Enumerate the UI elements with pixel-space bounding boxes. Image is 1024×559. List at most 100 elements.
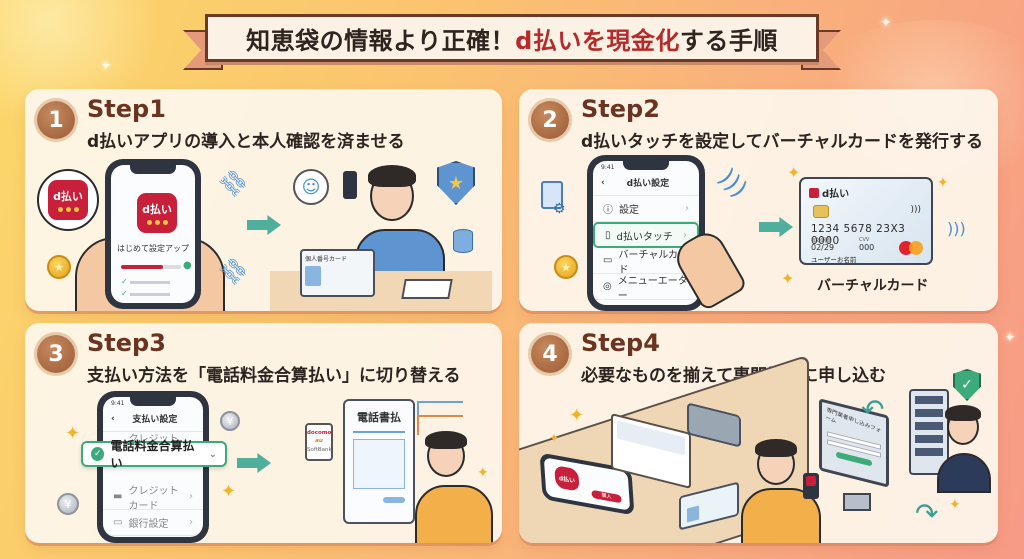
sparkle-icon: ✦: [65, 423, 81, 444]
speech-bubble: d払い: [37, 169, 99, 231]
step-label: Step1: [87, 95, 166, 123]
face-profile-icon: ☺: [293, 169, 329, 205]
gear-icon: ⚙: [553, 201, 566, 217]
step-3-illustration: ¥ ¥ ✦ ✦ 9:41 ‹ 支払い設定 ▭クレジットカード› ▬クレジットカー…: [25, 391, 502, 543]
chain-link-icon: ⛓: [215, 164, 253, 203]
phone-in-hand: [343, 171, 357, 199]
bank-icon: ▭: [113, 517, 123, 528]
monitor-stand: [843, 493, 871, 511]
sparkle-icon: ✦: [937, 175, 949, 191]
shield-star-icon: ★: [437, 161, 475, 205]
setup-text: はじめて設定アップ: [117, 244, 189, 253]
virtual-card: d払い ))) 1234 5678 23X3 0000 有効期限 02/29 C…: [799, 177, 933, 265]
title-banner: 知恵袋の情報より正確！d払いを現金化する手順: [183, 14, 841, 70]
circuit-line: [417, 415, 463, 435]
card-touch-icon: ▯: [605, 229, 611, 241]
step-description: d払いアプリの導入と本人確認を済ませる: [87, 132, 405, 152]
document-gear-icon: [541, 181, 563, 209]
check-icon: ✓: [121, 277, 171, 286]
nfc-signal-icon: ))): [947, 219, 966, 238]
person-hair: [425, 431, 467, 449]
d-pay-app-icon: d払い: [137, 193, 177, 233]
arrow-right-icon: [237, 453, 271, 473]
menu-icon: ◎: [603, 281, 612, 292]
arrow-right-icon: [759, 217, 793, 237]
chevron-down-icon: ⌄: [208, 448, 217, 460]
operator-hair: [945, 405, 981, 421]
curved-arrow-icon: ↶: [861, 393, 885, 426]
database-icon: [453, 229, 473, 253]
progress-bar: [121, 265, 181, 269]
id-card: 個人番号カード: [300, 249, 375, 297]
sparkle-icon: ✦: [781, 269, 795, 288]
sparkle-icon: ✦: [221, 481, 237, 502]
step-label: Step4: [581, 329, 660, 357]
help-icon: ⓘ: [603, 205, 613, 216]
purchase-button: 購入: [591, 489, 622, 504]
step-label: Step2: [581, 95, 660, 123]
arrow-right-icon: [247, 215, 281, 235]
title-highlight: d払いを現金化: [515, 26, 680, 55]
step-3-panel: 3 Step3 支払い方法を「電話料金合算払い」に切り替える ¥ ¥ ✦ ✦ 9…: [25, 323, 502, 543]
card-number: 1234 5678 23X3 0000: [811, 223, 906, 247]
menu-item[interactable]: ▬クレジットカード›: [103, 484, 203, 512]
sparkle-icon: ✦: [880, 15, 892, 31]
menu-item[interactable]: ▭銀行設定›: [103, 510, 203, 536]
sparkle-icon: ✦: [477, 465, 489, 481]
step-1-panel: 1 Step1 d払いアプリの導入と本人確認を済ませる d払い ★ d払い はじ…: [25, 89, 502, 311]
yen-coin-icon: ¥: [57, 493, 79, 515]
menu-item[interactable]: ▭バーチャルカード: [593, 248, 699, 276]
step-1-illustration: d払い ★ d払い はじめて設定アップ ● ✓ ✓ ⛓ ⛓: [25, 159, 502, 311]
sparkle-icon: ✦: [949, 497, 961, 513]
step-number-badge: 3: [37, 335, 75, 373]
back-icon[interactable]: ‹: [601, 177, 605, 188]
check-icon: ✓: [121, 289, 171, 298]
id-photo: [305, 266, 321, 286]
sparkle-icon: ✦: [549, 431, 560, 445]
sparkle-icon: ✦: [1004, 330, 1016, 346]
payment-method-selector[interactable]: ✓ 電話料金合算払い ⌄: [81, 439, 227, 470]
back-icon[interactable]: ‹: [111, 413, 115, 424]
sparkle-icon: ✦: [100, 58, 112, 74]
step-label: Step3: [87, 329, 166, 357]
person-body: [415, 485, 493, 543]
step-number-badge: 1: [37, 101, 75, 139]
nfc-signal-icon: ))): [713, 163, 753, 203]
shield-check-icon: ✓: [953, 369, 981, 401]
status-time: 9:41: [601, 164, 615, 171]
sparkle-icon: ✦: [787, 163, 801, 182]
screen-header: ‹ d払い設定: [593, 174, 699, 196]
menu-item[interactable]: $支払い設定›: [103, 536, 203, 537]
check-circle-icon: ✓: [91, 447, 105, 461]
curved-arrow-icon: ↷: [915, 497, 939, 530]
screen-header: ‹ 支払い設定: [103, 410, 203, 432]
smartphone: d払い はじめて設定アップ ● ✓ ✓: [105, 159, 201, 309]
mastercard-logo: [909, 241, 923, 255]
phone-bill: 電話書払: [343, 399, 415, 524]
menu-item-d-pay-touch[interactable]: ▯d払いタッチ›: [593, 222, 699, 248]
smartphone: 9:41 ‹ 支払い設定 ▭クレジットカード› ▬クレジットカード› ▭銀行設定…: [97, 391, 209, 543]
menu-item[interactable]: ◎メニューエーター: [593, 274, 699, 302]
card-caption: バーチャルカード: [817, 278, 929, 294]
check-icon: ●: [183, 260, 192, 271]
card-expiry: 02/29: [811, 243, 835, 252]
yen-coin-icon: ¥: [220, 411, 240, 431]
contactless-icon: ))): [910, 205, 921, 215]
card-icon: ▭: [603, 255, 613, 266]
step-4-illustration: ✦ ✦ d払い 購入 専門業者申し込みフォーム: [519, 354, 998, 543]
page-title: 知恵袋の情報より正確！d払いを現金化する手順: [205, 14, 819, 62]
phone-in-hand: [803, 473, 819, 499]
card-cvv: 000: [859, 243, 875, 252]
person-hair: [755, 439, 797, 457]
d-pay-app-icon: d払い: [48, 180, 88, 220]
card-brand: d払い: [809, 185, 849, 200]
operator-body: [937, 453, 991, 493]
sparkle-icon: ✦: [569, 405, 585, 426]
status-time: 9:41: [111, 400, 125, 407]
document: [401, 279, 453, 299]
coin-icon: ★: [554, 255, 578, 279]
d-pay-app-icon: d払い: [554, 465, 580, 492]
carrier-logos: docomo au SoftBank: [305, 423, 333, 461]
